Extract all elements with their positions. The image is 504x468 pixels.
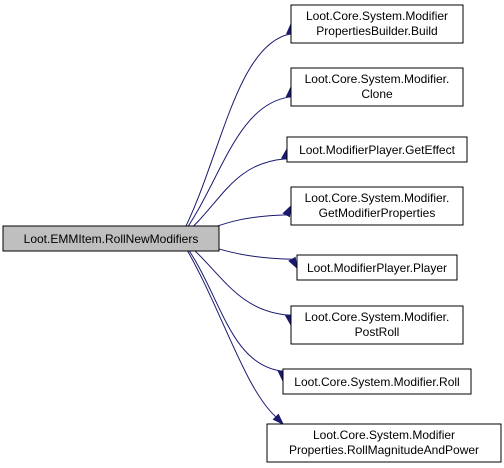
callee-node-build[interactable]: Loot.Core.System.Modifier PropertiesBuil… — [290, 4, 464, 44]
call-edge-roll — [179, 237, 286, 383]
callee-node-getmodifierproperties[interactable]: Loot.Core.System.Modifier. GetModifierPr… — [290, 186, 464, 226]
root-node-label: Loot.EMMItem.RollNewModifiers — [24, 232, 199, 246]
callee-node-postroll-line-1: Loot.Core.System.Modifier. — [305, 310, 450, 324]
arrowhead — [288, 256, 298, 270]
call-edge-line — [179, 237, 277, 418]
callee-node-clone[interactable]: Loot.Core.System.Modifier. Clone — [290, 67, 464, 107]
callee-node-postroll[interactable]: Loot.Core.System.Modifier. PostRoll — [290, 305, 464, 345]
callee-node-geteffect-label: Loot.ModifierPlayer.GetEffect — [299, 143, 456, 157]
callee-node-getmodifierproperties-line-2: GetModifierProperties — [319, 206, 436, 220]
callee-node-postroll-line-2: PostRoll — [355, 325, 400, 339]
callee-node-roll-label: Loot.Core.System.Modifier.Roll — [294, 375, 459, 389]
root-node[interactable]: Loot.EMMItem.RollNewModifiers — [2, 225, 220, 252]
call-edge-rollmagnitudeandpower — [179, 237, 285, 426]
callee-node-getmodifierproperties-line-1: Loot.Core.System.Modifier. — [305, 191, 450, 205]
call-edge-line — [179, 237, 282, 372]
call-edge-build — [179, 22, 295, 239]
arrowhead — [282, 204, 292, 218]
arrowhead — [272, 413, 285, 426]
call-edge-geteffect — [179, 147, 290, 239]
call-edge-line — [179, 96, 290, 239]
callee-node-rollmagnitudeandpower-line-2: Properties.RollMagnitudeAndPower — [289, 443, 479, 457]
callee-node-rollmagnitudeandpower-line-1: Loot.Core.System.Modifier — [313, 428, 455, 442]
callee-node-geteffect[interactable]: Loot.ModifierPlayer.GetEffect — [286, 136, 468, 163]
callee-node-roll[interactable]: Loot.Core.System.Modifier.Roll — [282, 368, 472, 395]
callee-node-clone-line-2: Clone — [361, 87, 393, 101]
callee-node-build-line-1: Loot.Core.System.Modifier — [306, 9, 448, 23]
call-edges — [179, 22, 298, 426]
call-edge-line — [179, 33, 291, 239]
callee-node-build-line-2: PropertiesBuilder.Build — [316, 24, 437, 38]
callee-node-player[interactable]: Loot.ModifierPlayer.Player — [296, 254, 458, 281]
callee-node-player-label: Loot.ModifierPlayer.Player — [307, 261, 447, 275]
callee-node-rollmagnitudeandpower[interactable]: Loot.Core.System.Modifier Properties.Rol… — [266, 423, 502, 463]
callee-node-clone-line-1: Loot.Core.System.Modifier. — [305, 72, 450, 86]
